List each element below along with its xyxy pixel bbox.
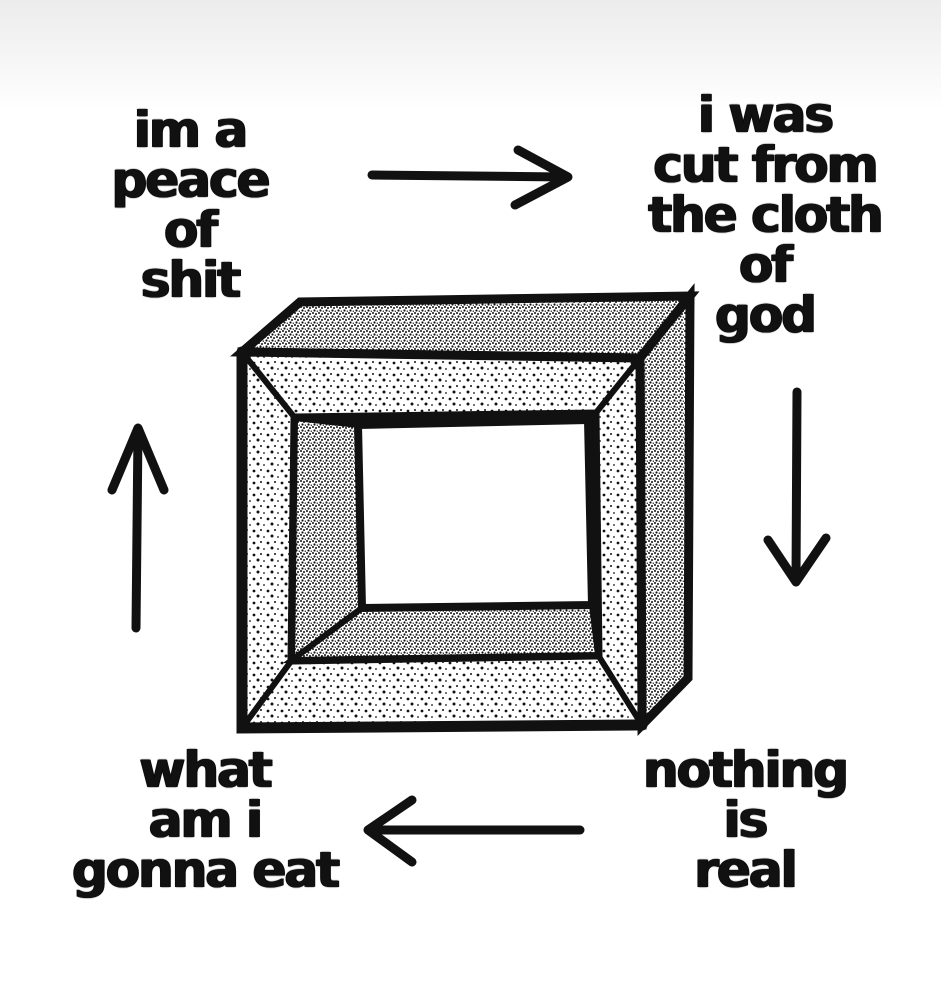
caption-top-right: i was cut from the cloth of god (648, 86, 883, 344)
arrow-left (363, 795, 585, 867)
arrow-right (367, 145, 573, 210)
caption-bottom-right: nothing is real (643, 741, 849, 899)
arrow-up (107, 423, 169, 633)
caption-top-left: im a peace of shit (111, 101, 271, 309)
top-gradient-band (0, 0, 941, 110)
impossible-frame (230, 283, 700, 736)
frame-right-face (635, 283, 695, 736)
caption-bottom-left: what am i gonna eat (71, 741, 340, 899)
frame-window (353, 415, 597, 613)
arrow-down (763, 387, 831, 587)
